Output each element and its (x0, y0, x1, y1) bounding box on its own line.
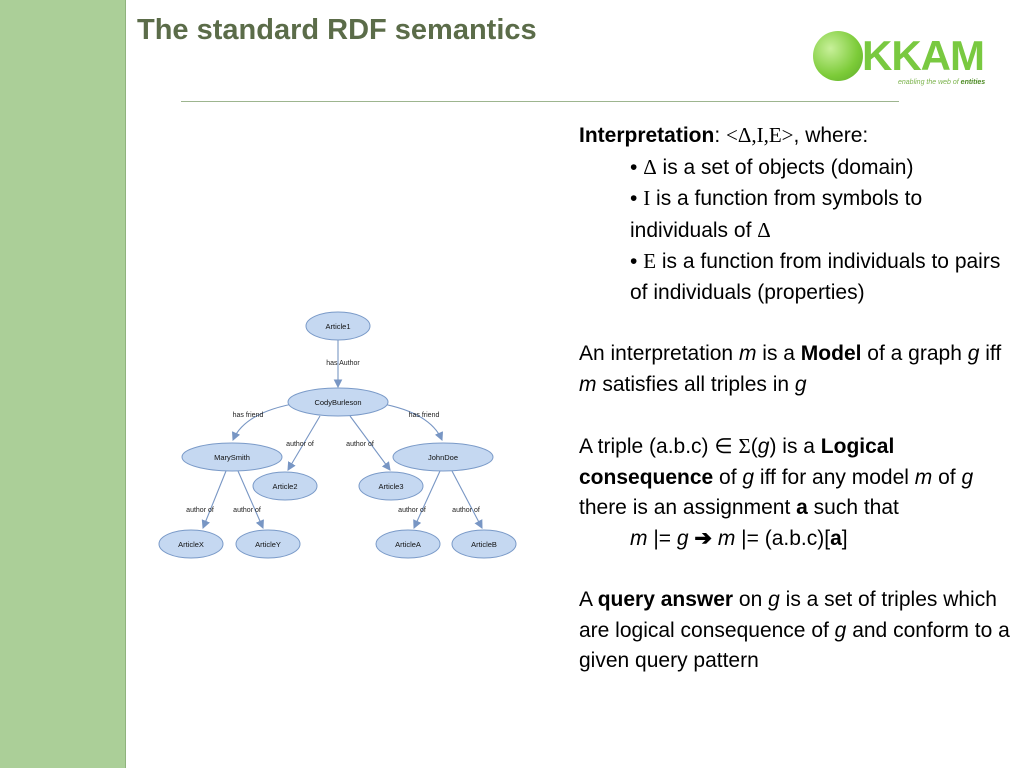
paragraph-gap (579, 400, 1019, 431)
paragraph-gap (579, 554, 1019, 585)
edge-label-author-of-mary-left: author of (186, 507, 214, 514)
edge-label-author-of-mary-right: author of (233, 507, 261, 514)
node-article2 (252, 471, 318, 501)
node-label-marysmith: MarySmith (214, 453, 250, 462)
title-divider (181, 101, 899, 102)
rdf-graph-diagram: has Author has friend has friend author … (158, 311, 517, 559)
edge-label-author-of-john-left: author of (398, 507, 426, 514)
edge-label-has-friend-left: has friend (233, 412, 264, 419)
bullet-i: • I is a function from symbols to indivi… (630, 186, 923, 242)
edge-label-has-friend-right: has friend (409, 412, 440, 419)
node-label-articley: ArticleY (255, 540, 281, 549)
node-label-article1: Article1 (325, 322, 350, 331)
edge-mary-articlex (201, 470, 227, 530)
node-johndoe (392, 442, 494, 472)
node-label-article3: Article3 (378, 482, 403, 491)
node-label-articleb: ArticleB (471, 540, 497, 549)
model-definition: An interpretation m is a Model of a grap… (579, 342, 1002, 396)
node-article1 (305, 311, 371, 341)
logo-text: KKAM (862, 32, 985, 79)
node-label-codyburleson: CodyBurleson (314, 398, 361, 407)
edge-cody-article2 (287, 415, 321, 471)
node-codyburleson (287, 387, 389, 417)
kkam-logo: KKAM enabling the web of entities (810, 28, 1000, 92)
bullet-e: • E is a function from individuals to pa… (630, 249, 1001, 304)
edge-mary-articley (237, 470, 264, 530)
slide-body-text: Interpretation: <Δ,I,E>, where: • Δ is a… (579, 120, 1019, 677)
node-articlea (375, 529, 441, 559)
node-article3 (358, 471, 424, 501)
node-marysmith (181, 442, 283, 472)
interpretation-definition: Interpretation: <Δ,I,E>, where: (579, 123, 869, 147)
paragraph-gap (579, 308, 1019, 339)
edge-label-author-of-john-right: author of (452, 507, 480, 514)
node-label-johndoe: JohnDoe (428, 453, 458, 462)
edge-cody-john (377, 402, 444, 442)
edge-john-articlea (413, 470, 441, 530)
node-label-articlex: ArticleX (178, 540, 204, 549)
node-label-articlea: ArticleA (395, 540, 421, 549)
node-label-article2: Article2 (272, 482, 297, 491)
logo-tagline: enabling the web of entities (898, 79, 986, 86)
edge-john-articleb (451, 470, 483, 529)
query-answer-definition: A query answer on g is a set of triples … (579, 588, 1010, 672)
edge-label-has-author: has Author (326, 360, 360, 367)
logo-circle-icon (813, 31, 863, 81)
logical-consequence-definition: A triple (a.b.c) ∈ Σ(g) is a Logical con… (579, 434, 974, 519)
edge-label-author-of-cody-right: author of (346, 441, 374, 448)
edge-cody-mary (231, 402, 299, 442)
edge-cody-article3 (349, 415, 391, 471)
node-articlex (158, 529, 224, 559)
bullet-delta: • Δ is a set of objects (domain) (630, 154, 914, 179)
node-articley (235, 529, 301, 559)
slide-title: The standard RDF semantics (137, 14, 537, 46)
edge-label-author-of-cody-left: author of (286, 441, 314, 448)
node-articleb (451, 529, 517, 559)
left-decorative-band (0, 0, 126, 768)
entailment-formula: m |= g ➔ m |= (a.b.c)[a] (630, 526, 848, 550)
